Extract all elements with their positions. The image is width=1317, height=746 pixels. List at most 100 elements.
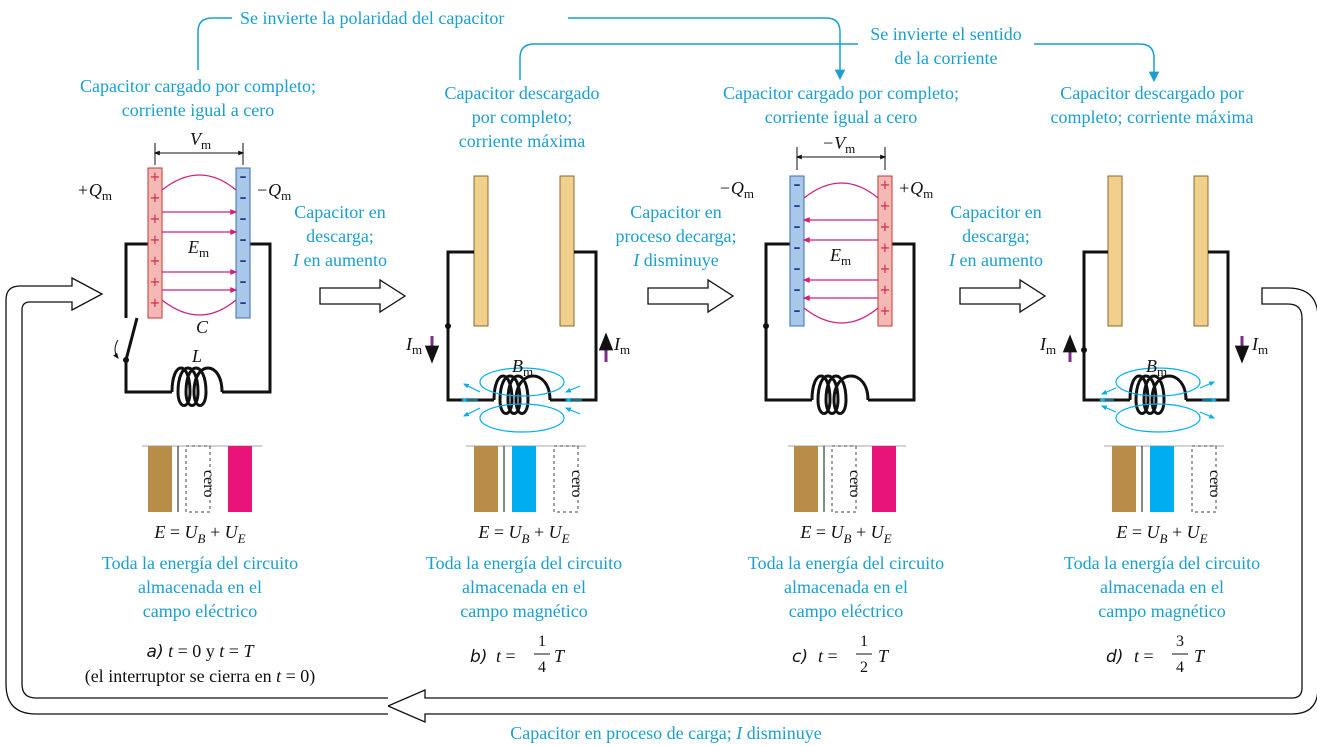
stage-a-energy-line-2: almacenada en el [138, 577, 262, 597]
stage-b-energy-bars: cero [466, 445, 586, 513]
transition-1-line-1: Capacitor en [294, 202, 385, 222]
stage-a-energy-bars: cero [142, 445, 262, 513]
stage-a-time: a) t = 0 y t = T [147, 641, 256, 662]
stage-a-plate-negative [235, 167, 251, 319]
transition-3-line-2: descarga; [962, 226, 1030, 246]
svg-text:T: T [878, 646, 890, 666]
stage-c-cero: cero [846, 470, 863, 498]
stage-b-energy-line-3: campo magnético [460, 601, 587, 621]
transition-arrow-3 [959, 278, 1047, 314]
stage-a-energy-text: Toda la energía del circuito almacenada … [102, 553, 298, 621]
stage-a-energy-line-1: Toda la energía del circuito [102, 553, 298, 573]
stage-c-energy-text: Toda la energía del circuito almacenada … [748, 553, 944, 621]
stage-d-energy-line-1: Toda la energía del circuito [1064, 553, 1260, 573]
svg-text:T: T [554, 646, 566, 666]
svg-text:+: + [880, 262, 891, 277]
stage-d-energy-bars: cero [1104, 445, 1224, 513]
stage-c-frac-num: 1 [860, 633, 868, 650]
svg-text:–: – [794, 177, 801, 193]
svg-text:+: + [150, 254, 161, 269]
svg-text:+: + [150, 212, 161, 227]
stage-c-inductor [810, 374, 870, 415]
stage-d-energy-equation: E = UB + UE [1115, 522, 1207, 546]
svg-text:–: – [240, 253, 247, 269]
stage-c-energy-equation: E = UB + UE [799, 522, 891, 546]
stage-c-energy-bars: cero [788, 445, 906, 513]
stage-d-cero: cero [1206, 470, 1223, 498]
stage-b-energy-equation: E = UB + UE [477, 522, 569, 546]
stage-a-header-2: corriente igual a cero [122, 100, 274, 120]
svg-text:d): d) [1106, 647, 1123, 667]
svg-text:–: – [794, 303, 801, 319]
stage-c-energy-line-3: campo eléctrico [789, 601, 903, 621]
current-connector: Se invierte el sentido de la corriente [519, 24, 1160, 83]
stage-b-inductor [492, 374, 552, 415]
stage-a-field-label: Em [187, 237, 209, 260]
stage-c-header-1: Capacitor cargado por completo; [723, 83, 959, 103]
current-label-1: Se invierte el sentido [870, 24, 1021, 44]
stage-a-note: (el interruptor se cierra en t = 0) [85, 666, 316, 687]
return-loop-left [5, 276, 388, 715]
stage-b-cero: cero [568, 470, 585, 498]
stage-b-time: b) t = 1 4 T [470, 633, 566, 676]
stage-c-header: Capacitor cargado por completo; corrient… [723, 83, 959, 127]
stage-d-energy-text: Toda la energía del circuito almacenada … [1064, 553, 1260, 621]
svg-text:t =: t = [1134, 646, 1154, 666]
stage-d-bfield-label: Bm [1146, 356, 1167, 379]
svg-text:–: – [794, 198, 801, 214]
stage-b-plate-left [473, 175, 489, 327]
svg-text:+: + [880, 283, 891, 298]
svg-text:+: + [150, 296, 161, 311]
svg-text:+: + [880, 304, 891, 319]
stage-d-header-2: completo; corriente máxima [1051, 107, 1254, 127]
stage-a-capacitor-label: C [196, 317, 209, 337]
stage-b-energy-line-2: almacenada en el [462, 577, 586, 597]
stage-d-magnetic-field [1098, 367, 1218, 433]
svg-text:–: – [794, 282, 801, 298]
polarity-connector: Se invierte la polaridad del capacitor [197, 8, 846, 81]
stage-c-voltage-label: −Vm [822, 133, 855, 156]
stage-d-current-left: Im [1039, 334, 1056, 357]
stage-c-energy-line-2: almacenada en el [784, 577, 908, 597]
svg-text:+: + [150, 191, 161, 206]
stage-a-energy-line-3: campo eléctrico [143, 601, 257, 621]
stage-d-energy-line-3: campo magnético [1098, 601, 1225, 621]
svg-text:+: + [150, 233, 161, 248]
stage-a-header: Capacitor cargado por completo; corrient… [80, 76, 316, 120]
svg-text:+: + [880, 178, 891, 193]
stage-c-header-2: corriente igual a cero [765, 107, 917, 127]
stage-d-circuit: Im Im Bm [1039, 175, 1268, 433]
stage-a-inductor-label: L [191, 346, 202, 366]
stage-d-frac-den: 4 [1176, 659, 1184, 676]
transition-3-line-1: Capacitor en [950, 202, 1041, 222]
stage-c-charge-left: −Qm [719, 178, 754, 201]
transition-2-label: Capacitor en proceso decarga; I disminuy… [615, 202, 736, 270]
svg-text:–: – [240, 232, 247, 248]
transition-2-line-1: Capacitor en [630, 202, 721, 222]
svg-text:+: + [150, 275, 161, 290]
stage-c-field-label: Em [829, 245, 851, 268]
transition-arrow-1 [319, 278, 407, 314]
stage-c-plate-negative [789, 175, 805, 327]
stage-c-charge-right: +Qm [898, 178, 933, 201]
stage-c-time: c) t = 1 2 T [792, 633, 890, 676]
svg-text:T: T [1194, 646, 1206, 666]
stage-d-header-1: Capacitor descargado por [1060, 83, 1244, 103]
svg-text:–: – [240, 274, 247, 290]
stage-b-frac-den: 4 [538, 659, 546, 676]
stage-a-energy-equation: E = UB + UE [153, 522, 245, 546]
stage-d-inductor [1128, 374, 1188, 415]
stage-d-header: Capacitor descargado por completo; corri… [1051, 83, 1254, 127]
svg-text:–: – [794, 219, 801, 235]
stage-a-circuit: +++++++ ––––––– Vm +Qm −Qm Em C L [77, 129, 291, 407]
transition-3-line-3: I en aumento [948, 250, 1043, 270]
stage-a-voltage-label: Vm [190, 129, 211, 152]
transition-3-label: Capacitor en descarga; I en aumento [948, 202, 1043, 270]
stage-c-frac-den: 2 [860, 659, 868, 676]
stage-d-time: d) t = 3 4 T [1106, 633, 1206, 676]
stage-b-header-1: Capacitor descargado [444, 83, 599, 103]
transition-1-line-2: descarga; [306, 226, 374, 246]
bottom-loop-label: Capacitor en proceso de carga; I disminu… [510, 723, 822, 743]
stage-b-header-3: corriente máxima [459, 131, 585, 151]
